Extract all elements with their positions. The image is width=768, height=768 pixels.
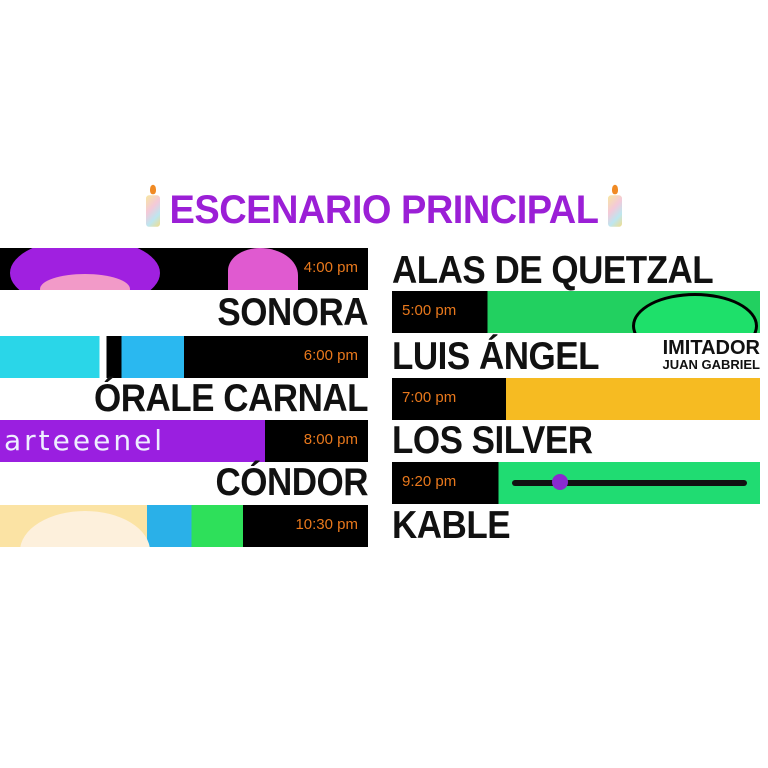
band-name: ALAS DE QUETZAL xyxy=(392,249,714,292)
band-subtitle: IMITADOR JUAN GABRIEL xyxy=(662,337,760,372)
candle-icon xyxy=(608,184,623,227)
schedule-strip-7pm: 7:00 pm xyxy=(392,378,760,420)
band-name: KABLE xyxy=(392,504,511,547)
candle-icon xyxy=(145,184,160,227)
schedule-strip-8pm: arteeenel 8:00 pm xyxy=(0,420,368,462)
band-name: SONORA xyxy=(217,291,368,334)
band-name: LUIS ÁNGEL xyxy=(392,335,599,378)
schedule-strip-920pm: 9:20 pm xyxy=(392,462,760,504)
band-name: ÓRALE CARNAL xyxy=(94,377,368,420)
schedule-strip-4pm: 4:00 pm xyxy=(0,248,368,290)
stage-title: ESCENARIO PRINCIPAL xyxy=(0,184,768,234)
schedule-strip-6pm: 6:00 pm xyxy=(0,336,368,378)
schedule-strip-5pm: 5:00 pm xyxy=(392,291,760,333)
schedule-strip-1030pm: 10:30 pm xyxy=(0,505,368,547)
band-name: LOS SILVER xyxy=(392,419,593,462)
band-name: CÓNDOR xyxy=(215,461,368,504)
